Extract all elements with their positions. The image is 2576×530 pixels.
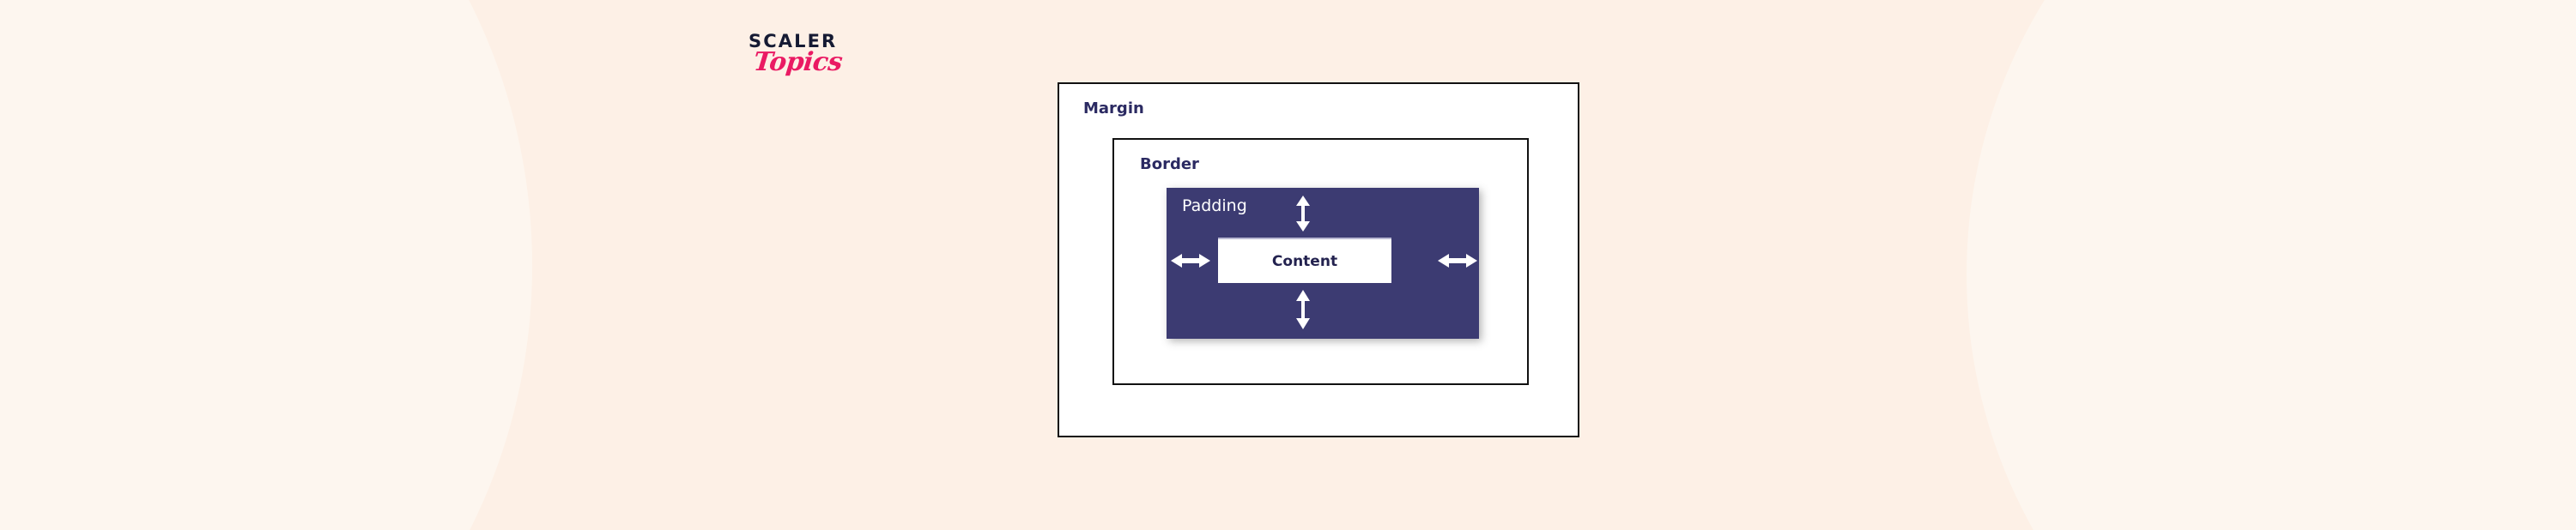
logo-wordmark-topics: Topics (752, 47, 844, 77)
padding-box: Padding Content (1167, 188, 1479, 339)
logo-wordmark-scaler: SCALER (749, 31, 838, 51)
css-box-model-diagram: Margin Border Padding Content (1058, 82, 1579, 437)
margin-label: Margin (1083, 99, 1144, 117)
padding-right-arrow-icon (1438, 254, 1477, 268)
content-box: Content (1218, 238, 1391, 283)
padding-left-arrow-icon (1171, 254, 1210, 268)
border-box: Border Padding Content (1112, 138, 1529, 385)
content-label: Content (1271, 252, 1338, 270)
scaler-topics-logo: SCALER Topics (749, 33, 860, 84)
border-label: Border (1140, 155, 1199, 173)
padding-bottom-arrow-icon (1296, 290, 1310, 329)
background-blob-right (1967, 0, 2576, 530)
margin-box: Margin Border Padding Content (1058, 82, 1579, 437)
padding-top-arrow-icon (1296, 196, 1310, 232)
background-blob-left (0, 0, 532, 530)
padding-label: Padding (1182, 196, 1247, 215)
